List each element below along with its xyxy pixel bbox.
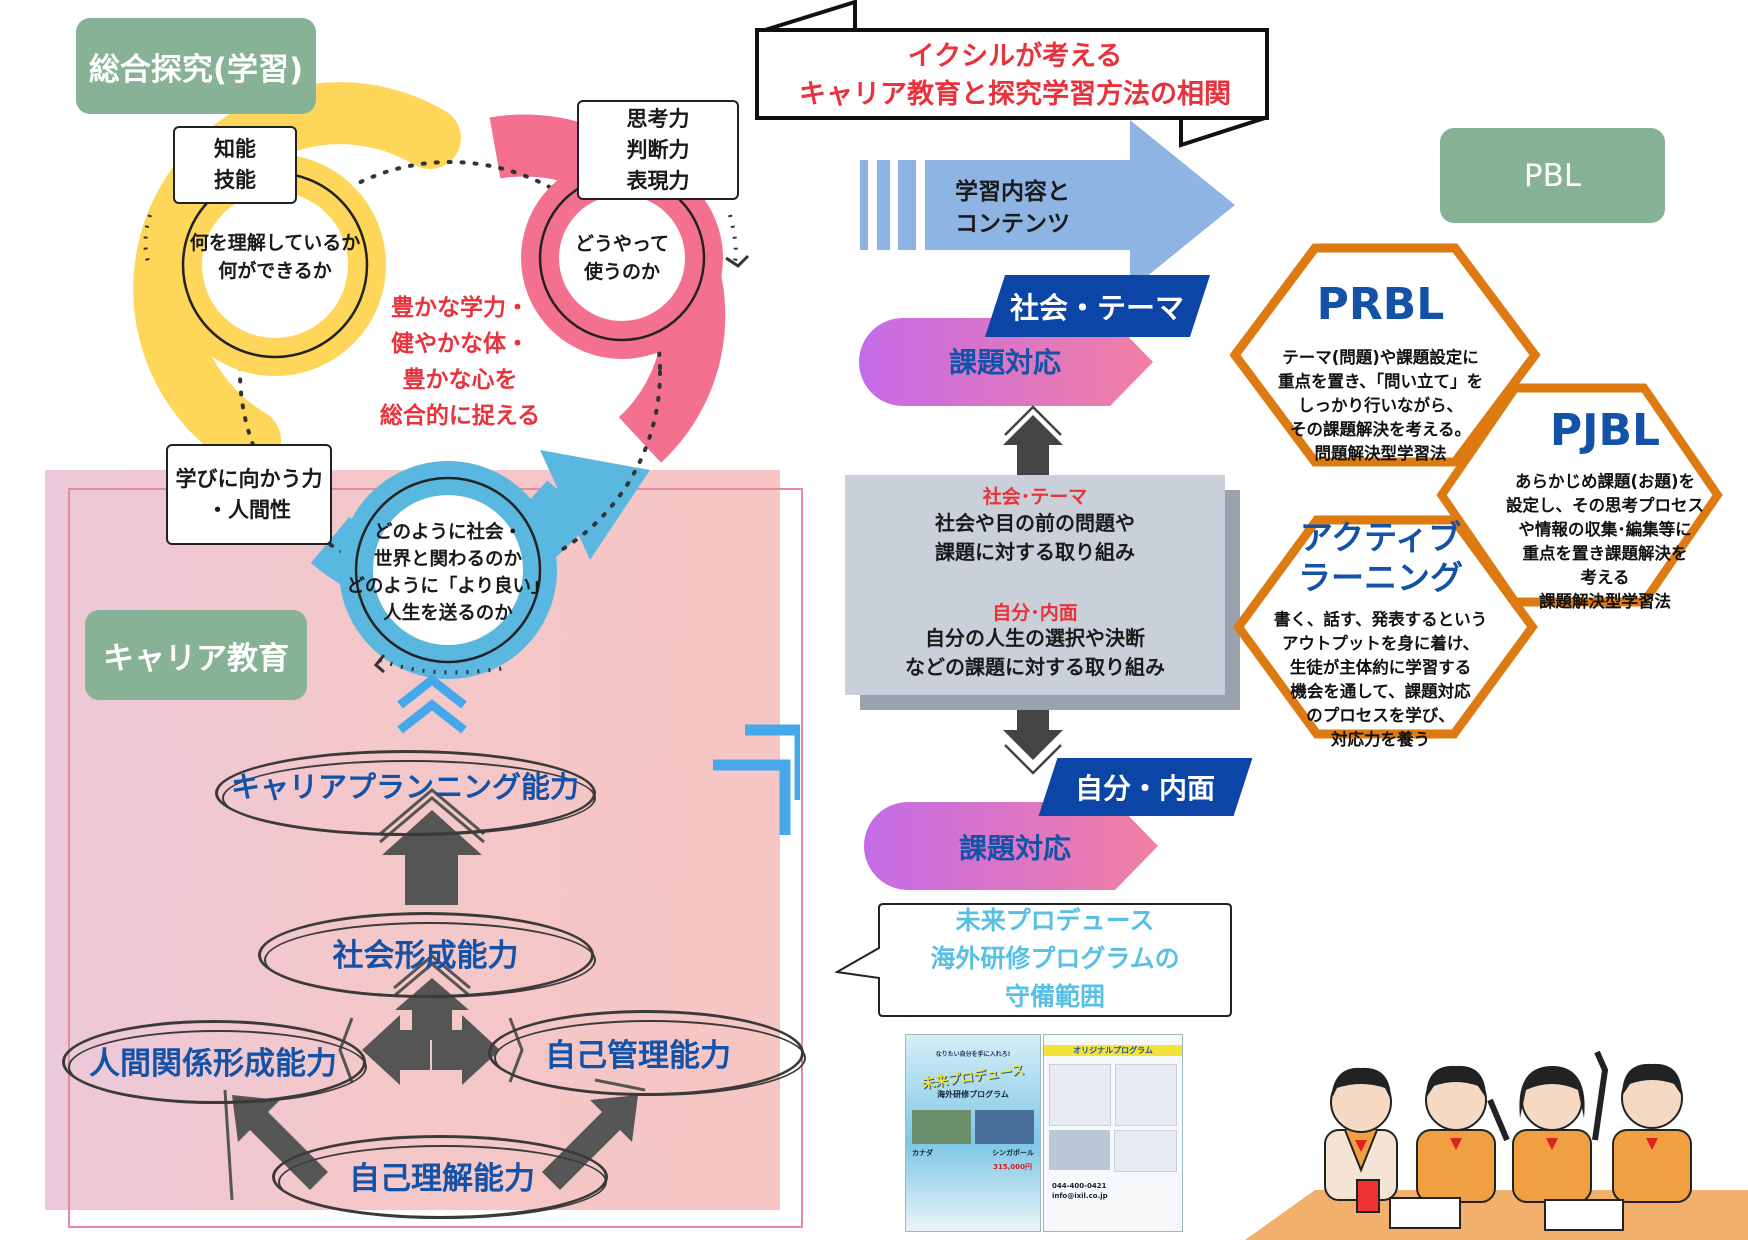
flow-vertical-arrows [1003,405,1063,775]
brochure-mail: info@ixil.co.jp [1052,1192,1108,1200]
theme-panel [845,475,1225,695]
title-line-1: イクシルが考える [907,41,1123,72]
pjbl-block: PJBL あらかじめ課題(お題)を 設定し、その思考プロセス や情報の収集･編集… [1475,404,1735,614]
book-icon [1544,1199,1624,1231]
response-pill-bottom [864,802,1158,890]
center-goal-text: 豊かな学力・ 健やかな体・ 豊かな心を 総合的に捉える [379,295,541,429]
knowledge-skill-box: 知能 技能 [173,126,297,204]
program-scope-callout: 未来プロデュース 海外研修プログラムの 守備範囲 [930,906,1180,1011]
self-understanding-ability: 自己理解能力 [349,1161,535,1197]
brochure-right-title: オリジナルプログラム [1044,1045,1182,1056]
notebook-icon [1389,1197,1461,1229]
callout-bubble [835,903,1232,1017]
title-banner-frame [755,0,1269,148]
self-management-ability: 自己管理能力 [545,1038,731,1074]
pjbl-description: あらかじめ課題(お題)を 設定し、その思考プロセス や情報の収集･編集等に 重点… [1506,472,1704,611]
prbl-block: PRBL テーマ(問題)や課題設定に 重点を置き、「問い立て」を しっかり行いな… [1238,278,1523,466]
title-line-2: キャリア教育と探究学習方法の相関 [799,79,1231,110]
response-top-label: 課題対応 [948,346,1061,379]
brochure-price: 315,000円 [993,1163,1032,1171]
brochure-dest-2: シンガポール [992,1149,1034,1157]
up-arrow-social [395,978,469,1040]
self-inner-tag: 自分・内面 [1038,758,1253,816]
students-illustration [1245,1050,1748,1240]
student-4 [1592,1050,1692,1203]
social-formation-ability: 社会形成能力 [332,938,519,974]
panel-heading-society: 社会･テーマ [982,486,1088,508]
brochure-right: オリジナルプログラム 044-400-0421 info@ixil.co.jp [1043,1034,1183,1232]
brochure-left-sub: 海外研修プログラム [937,1090,1009,1099]
brochure-left: なりたい自分を手に入れろ! 未来プロデュース 海外研修プログラム カナダ シンガ… [905,1034,1041,1232]
prbl-title: PRBL [1316,279,1445,330]
pjbl-title: PJBL [1549,405,1661,456]
human-relations-ability: 人間関係形成能力 [89,1046,337,1082]
attitude-humanity-box: 学びに向かう力 ・人間性 [166,444,332,545]
pbl-badge: PBL [1440,128,1665,223]
response-bottom-label: 課題対応 [958,832,1071,865]
corner-bracket-icon [745,724,800,800]
right-arrow-self-manage [432,1015,500,1085]
pink-ring-text: どうやって 使うのか [574,233,670,283]
learning-cycle-diagram [133,82,750,679]
career-education-badge: キャリア教育 [85,610,307,700]
down-arrow-icon [1003,700,1063,760]
prbl-description: テーマ(問題)や課題設定に 重点を置き、「問い立て」を しっかり行いながら、 そ… [1277,348,1484,463]
left-arrow-human [362,1015,430,1085]
active-learning-hexagon [1232,515,1538,739]
content-arrow [860,120,1235,290]
response-pill-top [859,318,1153,406]
yellow-ring-text: 何を理解しているか 何ができるか [189,232,361,282]
blue-ring-text: どのように社会・ 世界と関わるのか どのように「より良い」 人生を送るのか [346,522,550,624]
hexagon-group [1230,243,1723,739]
blue-arrow-head [540,450,650,560]
active-learning-block: アクティブ ラーニング 書く、話す、発表するという アウトプットを身に着け、 生… [1238,518,1523,752]
dotted-orbit [238,160,662,584]
career-planning-ability: キャリアプランニング能力 [230,770,579,804]
integrated-study-badge: 総合探究(学習) [76,18,316,114]
student-2 [1416,1065,1496,1203]
pjbl-hexagon [1436,383,1723,607]
panel-text-society: 社会や目の前の問題や 課題に対する取り組み [935,511,1135,564]
pencil-cup-icon [1356,1179,1380,1213]
up-arrow-icon [1003,415,1063,475]
brochure-dest-1: カナダ [912,1149,933,1157]
content-arrow-label: 学習内容と コンテンツ [955,179,1070,237]
society-theme-tag: 社会・テーマ [984,275,1211,337]
active-learning-description: 書く、話す、発表するという アウトプットを身に着け、 生徒が主体約に学習する 機… [1273,610,1488,749]
active-learning-title: アクティブ ラーニング [1298,518,1463,597]
brochure-left-tag: なりたい自分を手に入れろ! [935,1051,1011,1058]
chevron-up-icon [397,674,467,709]
student-3 [1487,1066,1592,1203]
panel-text-self: 自分の人生の選択や決断 などの課題に対する取り組み [905,626,1165,679]
thinking-judgment-box: 思考力 判断力 表現力 [577,100,739,200]
brochure-phone: 044-400-0421 [1052,1182,1107,1190]
prbl-hexagon [1230,243,1541,467]
panel-heading-self: 自分･内面 [992,602,1078,624]
